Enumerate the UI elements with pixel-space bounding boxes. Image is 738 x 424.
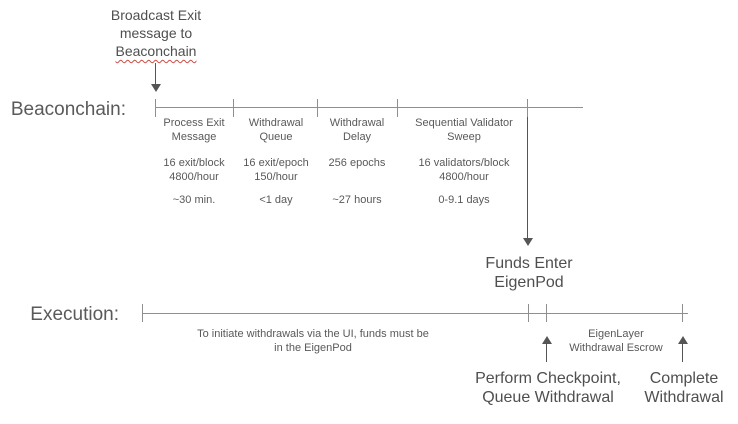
- segment-title: Withdrawal Delay: [307, 116, 407, 144]
- segment-duration: 0-9.1 days: [438, 194, 490, 206]
- down-arrowhead-icon: [151, 84, 161, 92]
- segment-title-line: Sequential Validator: [415, 117, 513, 129]
- broadcast-annotation-line3: Beaconchain: [76, 42, 236, 60]
- complete-withdrawal-line1: Complete: [649, 370, 719, 387]
- segment-rate-line: 16 exit/epoch: [243, 157, 309, 169]
- beaconchain-tick-4: [397, 99, 398, 117]
- complete-withdrawal-line2: Withdrawal: [644, 389, 724, 406]
- segment-title-line: Withdrawal: [329, 117, 385, 129]
- execution-tick-2: [528, 304, 529, 322]
- escrow-label-line1: EigenLayer: [588, 328, 644, 340]
- beaconchain-row-label: Beaconchain:: [10, 99, 126, 120]
- beaconchain-tick-5: [527, 99, 528, 117]
- segment-rate-line: 150/hour: [254, 171, 298, 183]
- checkpoint-up-arrowhead-icon: [542, 336, 552, 344]
- segment-duration: ~30 min.: [172, 194, 216, 206]
- segment-rate-line: 4800/hour: [169, 171, 219, 183]
- broadcast-annotation-line1: Broadcast Exit: [110, 7, 202, 23]
- segment-rate-line: 256 epochs: [328, 157, 386, 169]
- beaconchain-timeline: [155, 107, 583, 108]
- perform-checkpoint-line1: Perform Checkpoint,: [475, 370, 621, 387]
- segment-process-exit-message: Process Exit Message 16 exit/block 4800/…: [144, 116, 244, 207]
- down-arrow-icon: [155, 63, 156, 85]
- execution-row-label: Execution:: [30, 304, 119, 325]
- execution-timeline: [142, 313, 688, 314]
- segment-rate: 16 exit/epoch 150/hour: [226, 156, 326, 184]
- beaconchain-tick-2: [233, 99, 234, 117]
- execution-tick-4: [682, 304, 683, 322]
- broadcast-annotation-line2: message to: [119, 25, 193, 41]
- segment-title-line: Delay: [342, 131, 372, 143]
- segment-rate: 256 epochs: [307, 156, 407, 184]
- funds-enter-line2: EigenPod: [494, 274, 564, 291]
- segment-withdrawal-queue: Withdrawal Queue 16 exit/epoch 150/hour …: [226, 116, 326, 207]
- misspelled-word: Beaconchain: [115, 43, 197, 59]
- broadcast-exit-annotation: Broadcast Exit message to Beaconchain: [76, 6, 236, 60]
- segment-rate: 16 validators/block 4800/hour: [398, 156, 530, 184]
- segment-title-line: Queue: [259, 131, 293, 143]
- funds-down-arrow-icon: [527, 117, 528, 239]
- segment-sequential-validator-sweep: Sequential Validator Sweep 16 validators…: [398, 116, 530, 207]
- complete-withdrawal-label: Complete Withdrawal: [624, 369, 738, 407]
- execution-tick-1: [142, 304, 143, 322]
- segment-title: Process Exit Message: [144, 116, 244, 144]
- funds-enter-line1: Funds Enter: [485, 255, 573, 272]
- segment-title: Sequential Validator Sweep: [398, 116, 530, 144]
- escrow-label-line2: Withdrawal Escrow: [569, 342, 663, 354]
- segment-rate-line: 16 exit/block: [163, 157, 225, 169]
- funds-down-arrowhead-icon: [523, 238, 533, 246]
- complete-up-arrowhead-icon: [678, 336, 688, 344]
- execution-tick-3: [546, 304, 547, 322]
- beaconchain-tick-3: [317, 99, 318, 117]
- segment-withdrawal-delay: Withdrawal Delay 256 epochs ~27 hours: [307, 116, 407, 207]
- segment-title-line: Withdrawal: [248, 117, 304, 129]
- perform-checkpoint-line2: Queue Withdrawal: [482, 389, 614, 406]
- execution-note: To initiate withdrawals via the UI, fund…: [160, 327, 466, 355]
- segment-title-line: Process Exit: [163, 117, 225, 129]
- segment-duration: <1 day: [259, 194, 293, 206]
- checkpoint-up-arrow-icon: [546, 343, 547, 362]
- execution-note-line2: in the EigenPod: [274, 342, 352, 354]
- execution-note-line1: To initiate withdrawals via the UI, fund…: [197, 328, 429, 340]
- complete-up-arrow-icon: [682, 343, 683, 362]
- segment-duration: ~27 hours: [332, 194, 382, 206]
- escrow-label: EigenLayer Withdrawal Escrow: [551, 327, 681, 355]
- funds-enter-eigenpod-label: Funds Enter EigenPod: [449, 254, 609, 292]
- segment-rate: 16 exit/block 4800/hour: [144, 156, 244, 184]
- segment-title-line: Sweep: [447, 131, 481, 143]
- perform-checkpoint-label: Perform Checkpoint, Queue Withdrawal: [462, 369, 634, 407]
- segment-rate-line: 4800/hour: [439, 171, 489, 183]
- beaconchain-tick-1: [155, 99, 156, 117]
- segment-rate-line: 16 validators/block: [418, 157, 510, 169]
- segment-title: Withdrawal Queue: [226, 116, 326, 144]
- segment-title-line: Message: [171, 131, 217, 143]
